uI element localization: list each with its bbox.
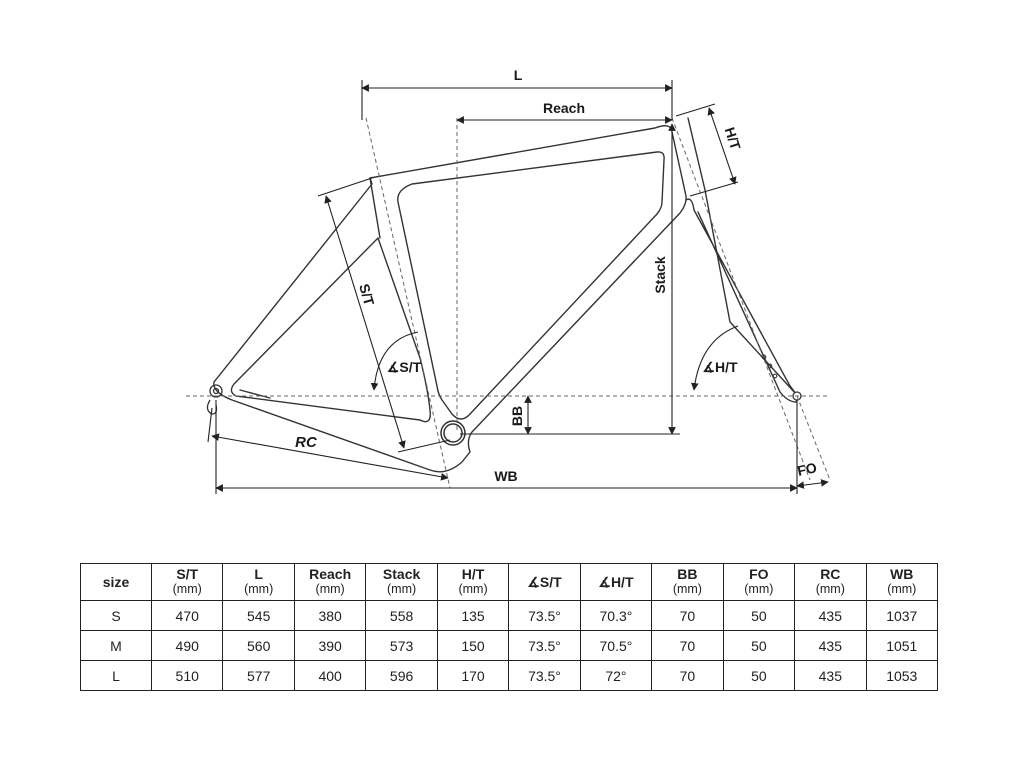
label-bb: BB — [509, 406, 525, 426]
table-cell: 573 — [365, 630, 438, 661]
table-header-row: size S/T(mm) L(mm) Reach(mm) Stack(mm) H… — [80, 563, 939, 601]
dimension-lines — [207, 80, 829, 494]
table-cell: 435 — [794, 600, 867, 631]
table-cell: 390 — [293, 630, 367, 661]
table-cell: 470 — [150, 600, 224, 631]
table-cell: 72° — [579, 660, 653, 691]
header-cell: ∡H/T — [579, 563, 653, 601]
geometry-table: size S/T(mm) L(mm) Reach(mm) Stack(mm) H… — [80, 563, 939, 691]
frame-inner-triangle — [397, 151, 665, 420]
table-cell: 545 — [222, 600, 295, 631]
label-st: S/T — [356, 282, 378, 308]
frame-rear-triangle — [230, 237, 431, 423]
header-cell: Reach(mm) — [293, 563, 367, 601]
size-cell: L — [80, 660, 152, 691]
table-cell: 70.5° — [579, 630, 653, 661]
table-cell: 490 — [150, 630, 224, 661]
table-cell: 170 — [436, 660, 510, 691]
table-cell: 510 — [150, 660, 224, 691]
table-row: L 510 577 400 596 170 73.5° 72° 70 50 43… — [80, 660, 939, 691]
table-cell: 135 — [436, 600, 510, 631]
size-cell: S — [80, 600, 152, 631]
ht-angle-arc — [691, 325, 739, 391]
bottom-bracket — [440, 420, 466, 446]
label-rc: RC — [295, 434, 318, 451]
bike-frame — [213, 117, 798, 473]
table-cell: 73.5° — [508, 660, 581, 691]
table-row: S 470 545 380 558 135 73.5° 70.3° 70 50 … — [80, 600, 939, 631]
header-cell: ∡S/T — [508, 563, 581, 601]
st-angle-arc — [370, 331, 419, 391]
label-st-angle: ∡S/T — [387, 359, 422, 375]
label-fo: FO — [796, 459, 818, 479]
header-cell: S/T(mm) — [150, 563, 224, 601]
table-cell: 150 — [436, 630, 510, 661]
header-cell: WB(mm) — [865, 563, 939, 601]
size-header: size — [80, 563, 152, 601]
header-cell: BB(mm) — [651, 563, 724, 601]
table-cell: 50 — [722, 630, 796, 661]
table-cell: 435 — [794, 630, 867, 661]
dim-ht — [707, 107, 737, 185]
table-cell: 1037 — [865, 600, 939, 631]
label-ht-angle: ∡H/T — [702, 359, 738, 375]
dim-st — [324, 195, 406, 449]
table-cell: 73.5° — [508, 600, 581, 631]
table-cell: 1053 — [865, 660, 939, 691]
table-cell: 70.3° — [579, 600, 653, 631]
dim-fo — [796, 479, 829, 489]
table-cell: 380 — [293, 600, 367, 631]
table-cell: 577 — [222, 660, 295, 691]
dim-rc — [211, 433, 449, 481]
table-cell: 558 — [365, 600, 438, 631]
label-ht: H/T — [722, 125, 744, 152]
header-cell: Stack(mm) — [365, 563, 438, 601]
reference-lines — [186, 117, 831, 489]
frame-outer-outline — [213, 125, 687, 473]
table-cell: 70 — [651, 600, 724, 631]
label-stack: Stack — [652, 256, 668, 294]
fork-holes — [761, 354, 778, 379]
size-cell: M — [80, 630, 152, 661]
table-cell: 73.5° — [508, 630, 581, 661]
seat-tube-top — [369, 177, 381, 239]
header-cell: RC(mm) — [794, 563, 867, 601]
table-cell: 560 — [222, 630, 295, 661]
table-cell: 50 — [722, 600, 796, 631]
header-cell: H/T(mm) — [436, 563, 510, 601]
table-cell: 400 — [293, 660, 367, 691]
rear-dropout — [206, 384, 223, 415]
frame-geometry-diagram: L Reach H/T Stack S/T ∡S/T ∡H/T BB RC WB… — [186, 67, 831, 494]
header-cell: FO(mm) — [722, 563, 796, 601]
table-cell: 70 — [651, 630, 724, 661]
fork-right-blade — [687, 117, 797, 395]
chainstay-detail — [239, 389, 271, 399]
table-cell: 70 — [651, 660, 724, 691]
table-cell: 50 — [722, 660, 796, 691]
table-row: M 490 560 390 573 150 73.5° 70.5° 70 50 … — [80, 630, 939, 661]
table-cell: 435 — [794, 660, 867, 691]
header-cell: L(mm) — [222, 563, 295, 601]
table-cell: 596 — [365, 660, 438, 691]
label-reach: Reach — [543, 100, 585, 116]
label-L: L — [514, 67, 523, 83]
label-wb: WB — [494, 468, 517, 484]
table-cell: 1051 — [865, 630, 939, 661]
